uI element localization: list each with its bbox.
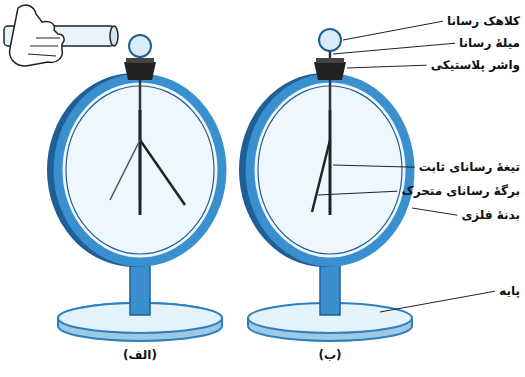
label-text: بدنهٔ فلزی [461,208,520,222]
electroscope-right [244,29,412,341]
leader-line [333,165,415,167]
leader-line [380,291,495,312]
label-text: تیغهٔ رسانای ثابت [419,160,520,174]
leader-line [333,43,455,54]
leader-line [318,191,397,195]
label-text: واشر پلاستیکی [431,58,520,72]
electroscope-left [4,5,222,341]
label-text: میلهٔ رسانا [459,36,520,50]
label-text: برگهٔ رسانای متحرک [401,184,520,198]
figure-caption: (الف) [123,348,157,362]
label-text: پایه [499,284,520,298]
leader-line [343,21,443,40]
leader-line [412,208,457,215]
figure-caption: (ب) [318,348,341,362]
label-text: کلاهک رسانا [447,14,520,28]
leader-line [347,65,427,68]
